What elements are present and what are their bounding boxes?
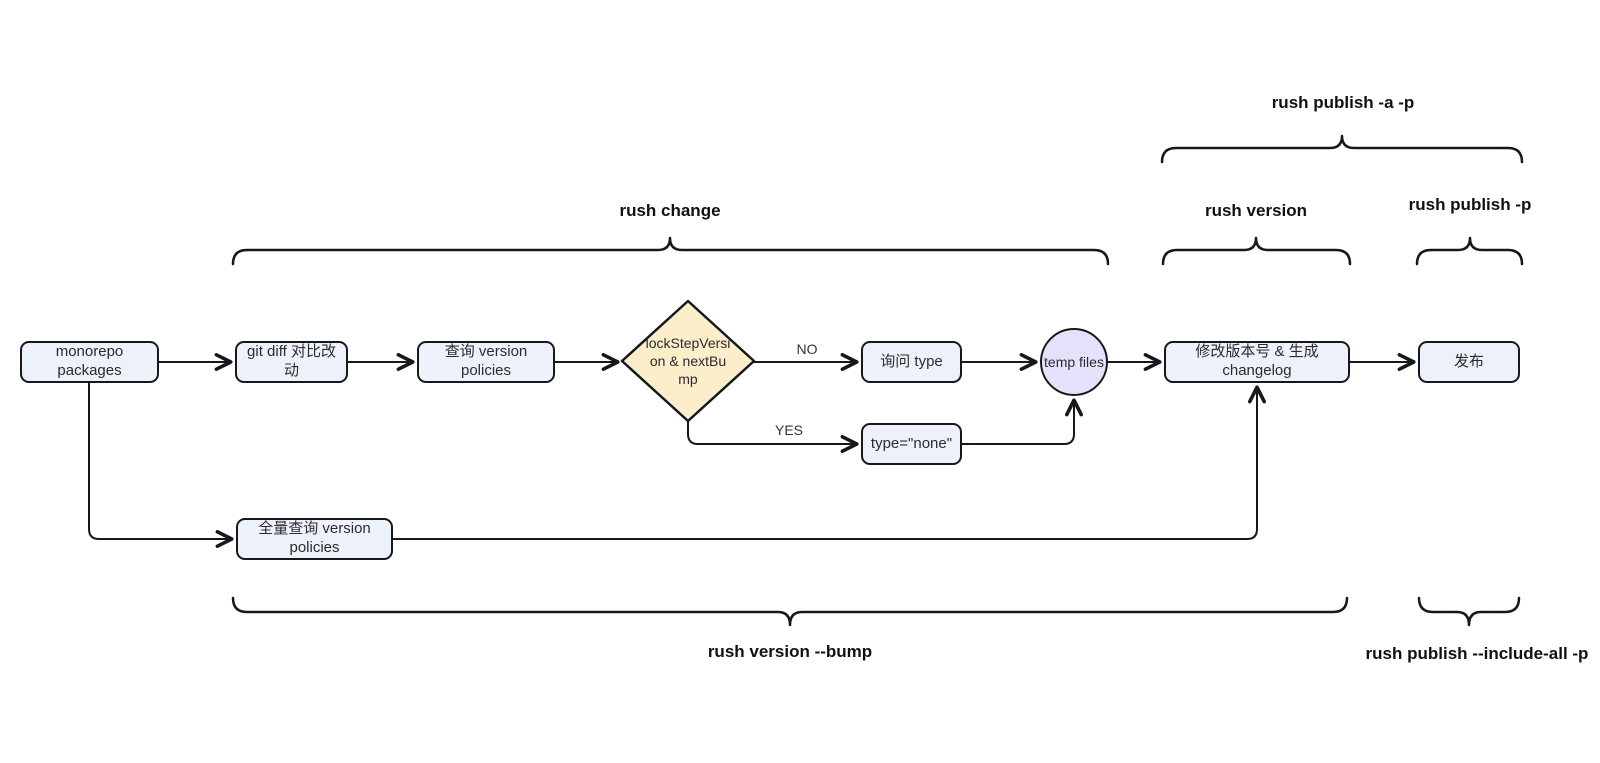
node-publish: 发布 — [1418, 341, 1520, 383]
edge-label-yes: YES — [774, 422, 804, 438]
node-monorepo-packages: monorepo packages — [20, 341, 159, 383]
decision-diamond-shape — [620, 299, 756, 423]
brace-label-rush-publish-a-p: rush publish -a -p — [1271, 93, 1415, 112]
brace-label-rush-publish-p: rush publish -p — [1408, 195, 1532, 214]
node-full-query-version-policies: 全量查询 version policies — [236, 518, 393, 560]
node-git-diff: git diff 对比改动 — [235, 341, 348, 383]
edge-fullquery-bump — [392, 385, 1266, 540]
brace-rush-version-bump — [231, 596, 1349, 627]
brace-rush-version — [1161, 236, 1352, 266]
brace-label-rush-version-bump: rush version --bump — [707, 642, 873, 661]
brace-rush-publish-a-p — [1160, 134, 1524, 164]
node-type-none: type="none" — [861, 423, 962, 465]
brace-rush-publish-include-all — [1417, 596, 1521, 627]
node-query-version-policies: 查询 version policies — [417, 341, 555, 383]
brace-rush-publish-p — [1415, 236, 1524, 266]
brace-label-rush-change: rush change — [619, 201, 721, 220]
brace-label-rush-publish-include-all: rush publish --include-all -p — [1365, 644, 1589, 663]
node-ask-type: 询问 type — [861, 341, 962, 383]
edge-typenone-tempfiles — [961, 398, 1083, 445]
node-decision-label: lockStepVersion & nextBump — [645, 334, 731, 388]
node-temp-files: temp files — [1040, 328, 1108, 396]
brace-label-rush-version: rush version — [1204, 201, 1308, 220]
edge-monorepo-fullquery — [88, 382, 234, 548]
node-bump-changelog: 修改版本号 & 生成 changelog — [1164, 341, 1350, 383]
edge-label-no: NO — [796, 341, 818, 357]
brace-rush-change — [231, 236, 1110, 266]
edge-decision-typenone-yes — [687, 420, 859, 453]
